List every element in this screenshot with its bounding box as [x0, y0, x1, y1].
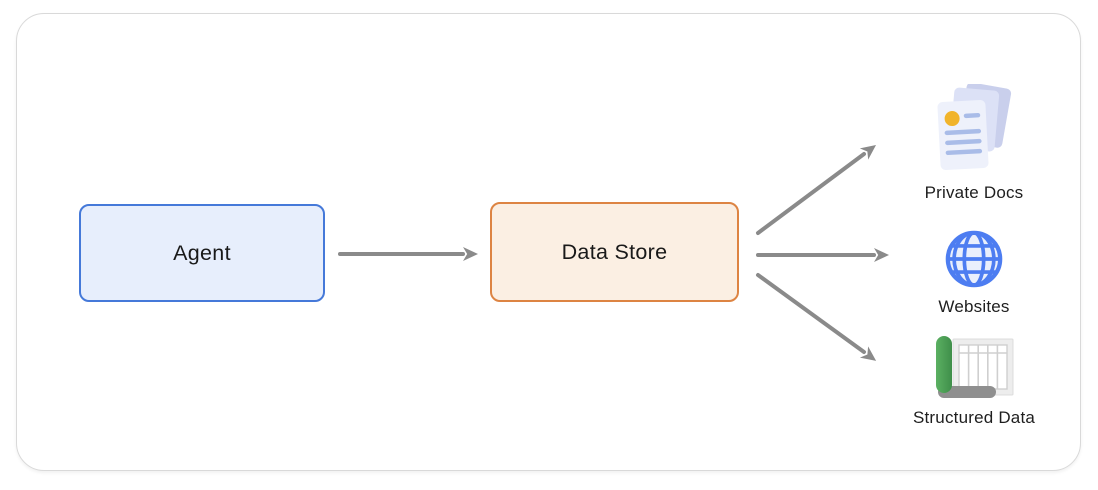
- arrow-datastore-to-structured-data: [756, 273, 877, 361]
- target-websites-label: Websites: [938, 297, 1010, 316]
- stacked-documents-icon: [934, 82, 1014, 176]
- agent-node-label: Agent: [173, 240, 231, 265]
- globe-icon: [943, 228, 1005, 290]
- target-private-docs: Private Docs: [889, 82, 1059, 203]
- data-store-node: Data Store: [490, 202, 739, 302]
- target-structured-data: Structured Data: [889, 335, 1059, 428]
- arrow-datastore-to-private-docs: [756, 145, 877, 235]
- agent-node: Agent: [79, 204, 325, 302]
- diagram-card: Agent Data Store: [16, 13, 1081, 471]
- target-structured-data-label: Structured Data: [912, 408, 1036, 427]
- spreadsheet-roll-icon: [932, 335, 1016, 401]
- target-private-docs-label: Private Docs: [924, 183, 1024, 202]
- data-store-node-label: Data Store: [561, 239, 668, 264]
- target-websites: Websites: [889, 228, 1059, 317]
